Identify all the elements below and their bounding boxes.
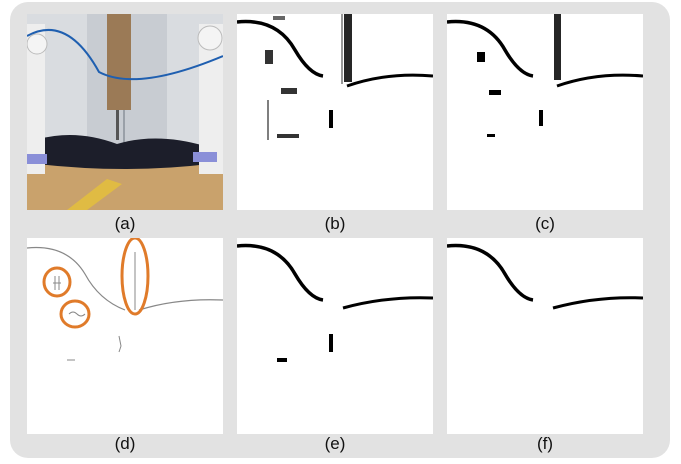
- annotation-ellipse: [120, 238, 150, 316]
- noisy-mask-illustration: [237, 14, 433, 140]
- panel-f-final-mask: [447, 238, 643, 434]
- caption-f: (f): [536, 434, 554, 453]
- panel-e-filtered-mask: [237, 238, 433, 434]
- panel-b-noisy-mask: [237, 14, 433, 210]
- caption-b: (b): [324, 214, 346, 233]
- caption-e: (e): [324, 434, 346, 453]
- annotation-circle: [42, 266, 72, 298]
- annotated-sketch-illustration: [27, 238, 223, 361]
- caption-a: (a): [114, 214, 136, 233]
- figure-frame: (a) (b) (c) (d) (e) (f): [10, 2, 670, 458]
- panel-d-annotated-sketch: [27, 238, 223, 434]
- filtered-mask-illustration: [237, 243, 433, 362]
- caption-c: (c): [535, 214, 555, 233]
- cleaned-mask-illustration: [447, 14, 643, 137]
- annotation-circle: [59, 299, 91, 329]
- panel-a-photo: [27, 14, 223, 210]
- panel-c-cleaned-mask: [447, 14, 643, 210]
- robot-scene-illustration: [27, 14, 223, 210]
- caption-d: (d): [114, 434, 136, 453]
- final-mask-illustration: [447, 243, 643, 310]
